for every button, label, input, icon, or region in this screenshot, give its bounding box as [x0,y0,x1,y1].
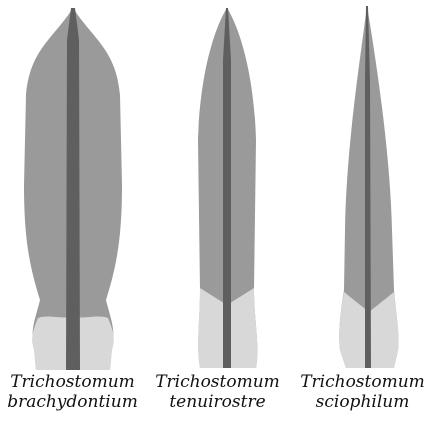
leaf-brachydontium [24,8,122,370]
caption-genus: Trichostomum [145,372,290,392]
caption-epithet: brachydontium [0,392,145,412]
leaf-tenuirostre [198,8,257,368]
caption-brachydontium: Trichostomum brachydontium [0,372,145,412]
caption-genus: Trichostomum [0,372,145,392]
leaf-tenuirostre-costa [223,8,231,368]
leaf-brachydontium-costa [66,8,80,370]
caption-tenuirostre: Trichostomum tenuirostre [145,372,290,412]
caption-sciophilum: Trichostomum sciophilum [290,372,435,412]
caption-genus: Trichostomum [290,372,435,392]
caption-epithet: sciophilum [290,392,435,412]
leaf-sciophilum [339,6,398,368]
caption-epithet: tenuirostre [145,392,290,412]
